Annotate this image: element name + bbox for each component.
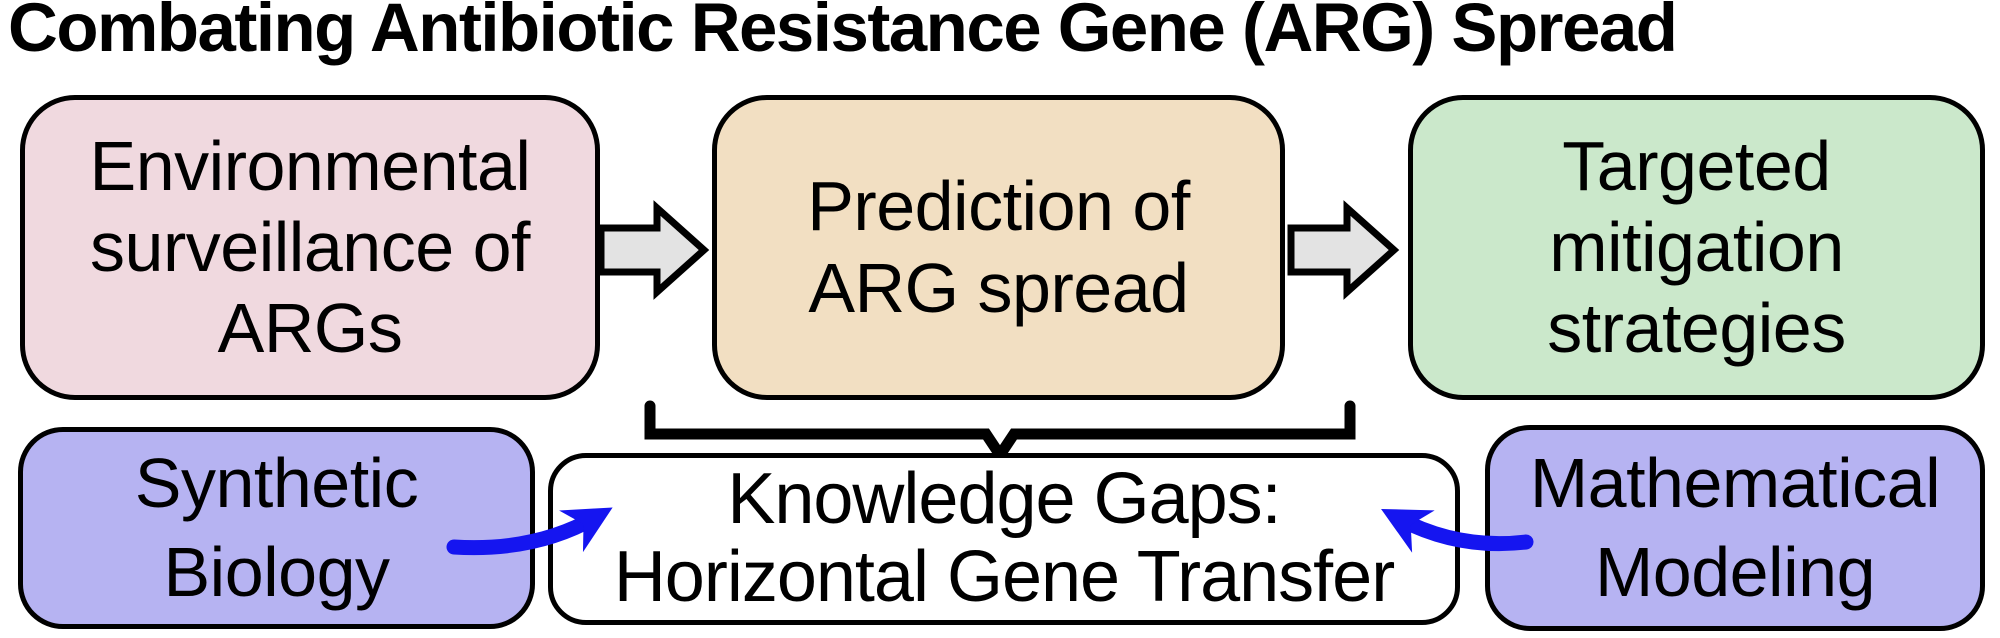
box-targeted-mitigation-label: Targeted mitigation strategies	[1547, 126, 1846, 368]
box-prediction-arg-spread-label: Prediction of ARG spread	[807, 167, 1190, 327]
box-knowledge-gaps: Knowledge Gaps: Horizontal Gene Transfer	[548, 453, 1460, 625]
flow-arrow-shape	[1287, 200, 1400, 300]
box-environmental-surveillance: Environmental surveillance of ARGs	[20, 95, 600, 400]
synthetic-biology-influence-arrow-icon	[446, 507, 613, 556]
box-knowledge-gaps-label: Knowledge Gaps: Horizontal Gene Transfer	[613, 459, 1395, 617]
box-environmental-surveillance-label: Environmental surveillance of ARGs	[89, 126, 531, 368]
box-prediction-arg-spread: Prediction of ARG spread	[712, 95, 1285, 400]
box-synthetic-biology-label: Synthetic Biology	[134, 444, 419, 611]
box-targeted-mitigation: Targeted mitigation strategies	[1408, 95, 1985, 400]
curved-arrow-up-left-shape	[1381, 508, 1534, 553]
curved-arrow-up-right-shape	[446, 507, 613, 556]
flow-arrow-icon	[597, 200, 710, 300]
flow-arrow-icon	[1287, 200, 1400, 300]
flow-arrow-shape	[597, 200, 710, 300]
brace-shape	[644, 400, 1356, 465]
mathematical-modeling-influence-arrow-icon	[1381, 508, 1534, 553]
box-mathematical-modeling: Mathematical Modeling	[1485, 425, 1985, 631]
box-mathematical-modeling-label: Mathematical Modeling	[1529, 444, 1941, 611]
brace-icon	[644, 400, 1356, 465]
box-synthetic-biology: Synthetic Biology	[18, 427, 535, 629]
diagram-title: Combating Antibiotic Resistance Gene (AR…	[8, 0, 1678, 66]
